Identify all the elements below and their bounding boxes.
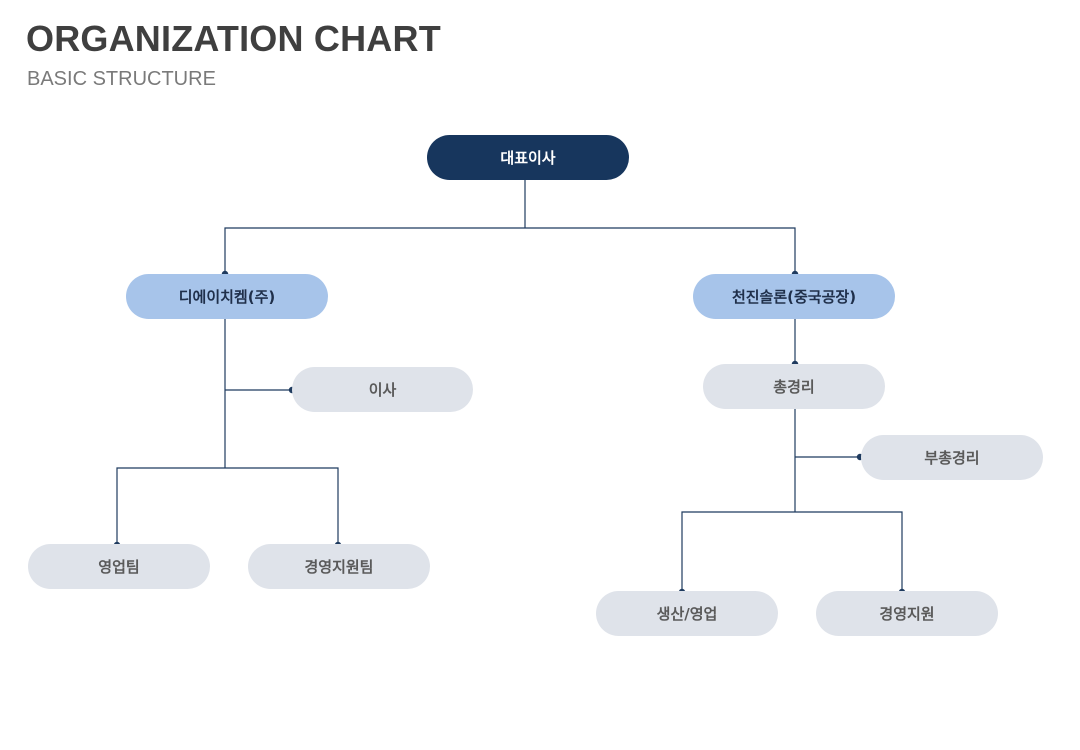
node-right-deputy-manager: 부총경리 bbox=[861, 435, 1043, 480]
node-left-team-management: 경영지원팀 bbox=[248, 544, 430, 589]
connector-left-teams bbox=[116, 467, 339, 544]
node-left-director: 이사 bbox=[292, 367, 473, 412]
page-title: ORGANIZATION CHART bbox=[26, 18, 441, 59]
node-ceo: 대표이사 bbox=[427, 135, 629, 180]
node-right-company: 천진솔론(중국공장) bbox=[693, 274, 895, 319]
connector-right-teams bbox=[681, 511, 903, 591]
node-right-general-manager: 총경리 bbox=[703, 364, 885, 409]
node-left-team-sales: 영업팀 bbox=[28, 544, 210, 589]
node-right-team-management: 경영지원 bbox=[816, 591, 998, 636]
node-left-company: 디에이치켐(주) bbox=[126, 274, 328, 319]
page-subtitle: BASIC STRUCTURE bbox=[27, 68, 216, 90]
node-right-team-production: 생산/영업 bbox=[596, 591, 778, 636]
connector-top-branch bbox=[224, 227, 796, 273]
